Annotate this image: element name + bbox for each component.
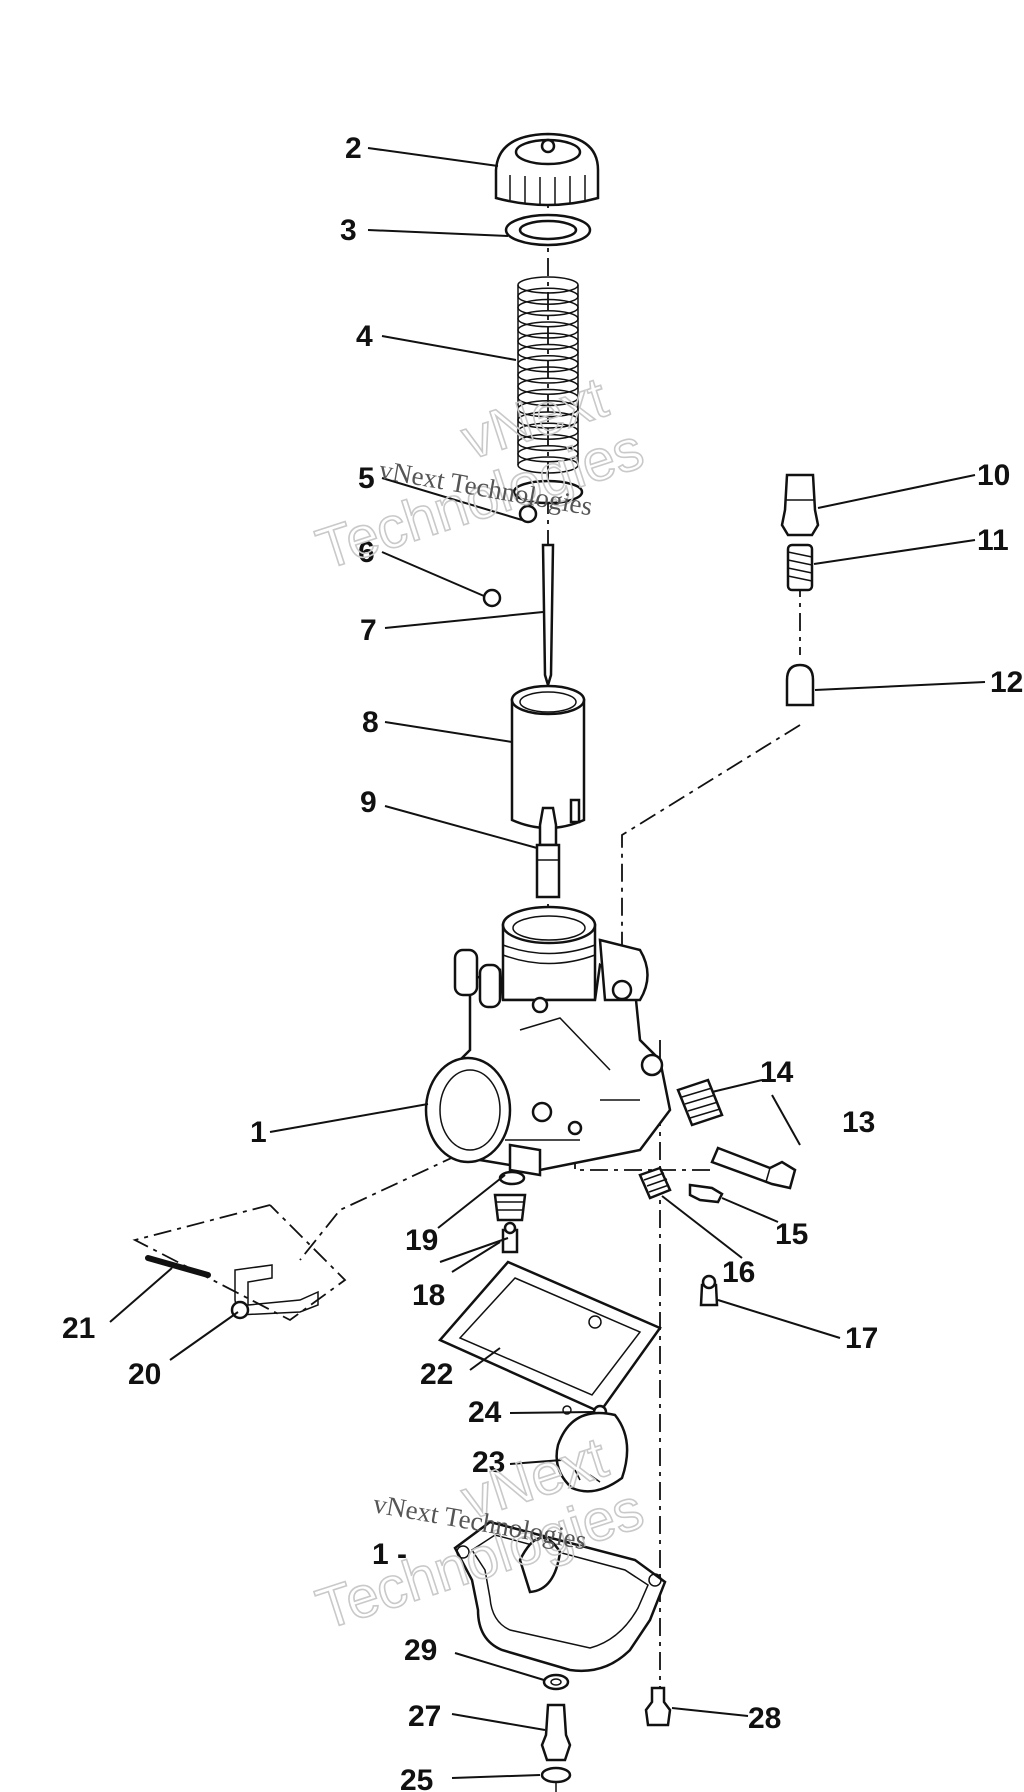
callout-28: 28 bbox=[748, 1702, 781, 1735]
callout-14: 14 bbox=[760, 1056, 794, 1089]
callout-5: 5 bbox=[358, 462, 375, 495]
callout-2: 2 bbox=[345, 132, 362, 165]
callout-18: 18 bbox=[412, 1279, 445, 1312]
callout-3: 3 bbox=[340, 214, 357, 247]
callout-17: 17 bbox=[845, 1322, 878, 1355]
part-21-pin bbox=[145, 1255, 211, 1278]
callout-21: 21 bbox=[62, 1312, 95, 1345]
part-3-washer bbox=[504, 213, 592, 247]
callout-1-body: 1 bbox=[250, 1116, 267, 1149]
callout-12: 12 bbox=[990, 666, 1023, 699]
part-5-clip bbox=[512, 479, 584, 524]
part-4-spring bbox=[517, 276, 579, 474]
part-20-float-arm bbox=[230, 1264, 319, 1320]
callout-20: 20 bbox=[128, 1358, 161, 1391]
callout-9: 9 bbox=[360, 786, 377, 819]
part-1-float-bowl bbox=[453, 1520, 667, 1672]
leader-lines bbox=[109, 147, 986, 1779]
part-28-screw bbox=[644, 1686, 672, 1727]
callout-labels: 2 3 4 5 6 7 8 9 10 11 12 1 14 13 15 16 1… bbox=[62, 132, 1023, 1792]
callout-6: 6 bbox=[358, 536, 375, 569]
part-18-needle-jet bbox=[493, 1193, 527, 1254]
callout-27: 27 bbox=[408, 1700, 441, 1733]
part-22-gasket bbox=[437, 1260, 662, 1415]
part-19-oring bbox=[498, 1170, 526, 1186]
part-9-jet bbox=[535, 806, 561, 899]
callout-23: 23 bbox=[472, 1446, 505, 1479]
part-23-float bbox=[555, 1411, 629, 1493]
callout-24: 24 bbox=[468, 1396, 502, 1429]
part-8-throttle-slide bbox=[510, 684, 586, 830]
part-1-carburetor-body bbox=[424, 905, 672, 1177]
callout-25: 25 bbox=[400, 1764, 433, 1792]
part-2-cap bbox=[494, 132, 600, 207]
callout-15: 15 bbox=[775, 1218, 808, 1251]
part-25-washer bbox=[540, 1766, 572, 1792]
part-10-fitting bbox=[780, 473, 820, 537]
callout-13: 13 bbox=[842, 1106, 875, 1139]
callout-4: 4 bbox=[356, 320, 373, 353]
callout-22: 22 bbox=[420, 1358, 453, 1391]
part-7-needle bbox=[541, 543, 555, 690]
callout-7: 7 bbox=[360, 614, 377, 647]
callout-1-bowl: 1 - bbox=[372, 1538, 407, 1571]
part-17-jet bbox=[699, 1274, 719, 1307]
callout-11: 11 bbox=[977, 524, 1009, 557]
part-6-ring bbox=[482, 588, 502, 608]
part-11-spring bbox=[786, 543, 814, 592]
part-27-drain-plug bbox=[540, 1703, 572, 1762]
part-14-spring bbox=[676, 1078, 724, 1127]
part-15-pilot-screw bbox=[688, 1183, 724, 1204]
callout-16: 16 bbox=[722, 1256, 755, 1289]
part-12-plunger bbox=[785, 663, 815, 707]
part-16-spring bbox=[638, 1166, 672, 1200]
part-29-washer bbox=[542, 1673, 570, 1691]
callout-29: 29 bbox=[404, 1634, 437, 1667]
callout-8: 8 bbox=[362, 706, 379, 739]
part-13-idle-screw bbox=[710, 1146, 797, 1190]
callout-19: 19 bbox=[405, 1224, 438, 1257]
callout-10: 10 bbox=[977, 459, 1010, 492]
